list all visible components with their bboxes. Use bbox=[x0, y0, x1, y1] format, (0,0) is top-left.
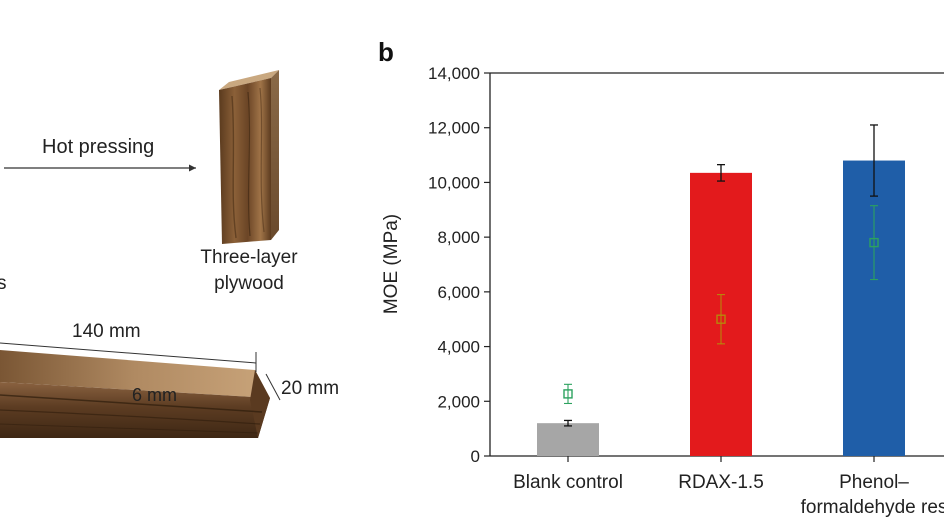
panel-b-letter: b bbox=[378, 37, 394, 67]
y-tick-label: 4,000 bbox=[437, 338, 480, 357]
y-tick-label: 6,000 bbox=[437, 283, 480, 302]
three-layer-label: Three-layer bbox=[200, 247, 298, 268]
x-category-label: formaldehyde res bbox=[801, 497, 944, 518]
y-tick-label: 12,000 bbox=[428, 119, 480, 138]
x-category-label: Blank control bbox=[513, 472, 623, 493]
plywood-panel-image bbox=[219, 70, 279, 244]
bar bbox=[537, 423, 599, 456]
specimen-stick-image bbox=[0, 350, 270, 438]
panel-a: Hot pressing Three-layer plywood s 140 m… bbox=[0, 70, 339, 438]
y-tick-label: 0 bbox=[471, 447, 480, 466]
y-tick-label: 2,000 bbox=[437, 392, 480, 411]
process-arrow-head bbox=[189, 164, 196, 172]
x-category-label: Phenol– bbox=[839, 472, 909, 493]
y-tick-label: 10,000 bbox=[428, 173, 480, 192]
marker-point bbox=[563, 389, 573, 399]
y-tick-label: 8,000 bbox=[437, 228, 480, 247]
x-category-label: RDAX-1.5 bbox=[678, 472, 764, 493]
y-axis-label: MOE (MPa) bbox=[381, 214, 402, 314]
thickness-label: 6 mm bbox=[132, 385, 177, 405]
width-label: 20 mm bbox=[281, 378, 339, 399]
left-fragment-label: s bbox=[0, 273, 7, 294]
plywood-label: plywood bbox=[214, 273, 284, 294]
length-dimension-line bbox=[0, 342, 257, 364]
hot-pressing-label: Hot pressing bbox=[42, 136, 154, 158]
marker-point bbox=[716, 314, 726, 324]
marker-point bbox=[869, 237, 879, 248]
width-dimension-line bbox=[265, 373, 281, 401]
moe-bar-chart: b MOE (MPa) 0 2,000 4,000 6,000 8,000 10,000 1… bbox=[378, 37, 944, 518]
length-label: 140 mm bbox=[72, 321, 141, 342]
bar bbox=[843, 160, 905, 457]
y-tick-label: 14,000 bbox=[428, 64, 480, 83]
